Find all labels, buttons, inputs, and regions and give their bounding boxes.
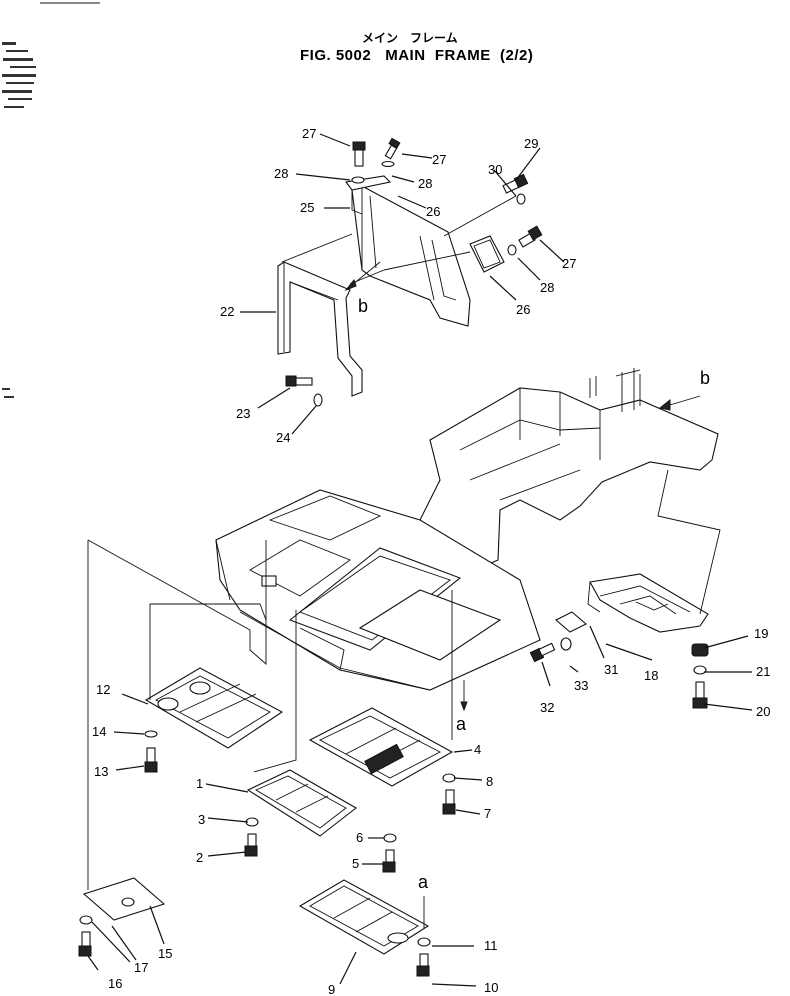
bolt-29: [502, 173, 529, 194]
callout-5: 5: [352, 856, 359, 871]
callout-20: 20: [756, 704, 770, 719]
callout-18: 18: [644, 668, 658, 683]
undercover-12: [144, 667, 284, 749]
main-frame: [215, 368, 721, 691]
callout-4: 4: [474, 742, 481, 757]
callout-30: 30: [488, 162, 502, 177]
callout-27: 27: [562, 256, 576, 271]
washer-11: [417, 937, 431, 947]
callout-24: 24: [276, 430, 290, 445]
callout-11: 11: [484, 938, 498, 953]
title-japanese: メイン フレーム: [362, 31, 458, 45]
washer-14: [144, 730, 158, 738]
ref-a-frame: a: [456, 714, 467, 734]
washer-28-top: [351, 176, 365, 184]
spacer-19: [691, 643, 709, 657]
callout-26: 26: [426, 204, 440, 219]
mount-bracket: [589, 573, 709, 633]
callout-2: 2: [196, 850, 203, 865]
bolt-10: [416, 953, 430, 977]
washer-8: [442, 773, 456, 783]
callout-21: 21: [756, 664, 770, 679]
bolt-5: [382, 849, 396, 873]
figure-title: FIG. 5002 MAIN FRAME (2/2): [300, 47, 533, 64]
washer-24: [313, 393, 323, 407]
callout-15: 15: [158, 946, 172, 961]
washer-21: [693, 665, 707, 675]
bolt-13: [144, 747, 158, 773]
callout-23: 23: [236, 406, 250, 421]
bolt-16: [78, 931, 92, 957]
callout-10: 10: [484, 980, 498, 995]
callout-1: 1: [196, 776, 203, 791]
bolt-23: [285, 375, 313, 387]
washer-33: [560, 637, 572, 651]
ref-a-cover: a: [418, 872, 429, 892]
bolt-27-right: [518, 225, 543, 248]
callout-19: 19: [754, 626, 768, 641]
callout-leaders: [87, 133, 753, 987]
callout-7: 7: [484, 806, 491, 821]
callout-8: 8: [486, 774, 493, 789]
gasket: [345, 175, 392, 191]
scan-noise: [2, 42, 36, 398]
callout-27: 27: [302, 126, 316, 141]
plate-31: [555, 611, 587, 633]
bolt-20: [692, 681, 708, 709]
callout-31: 31: [604, 662, 618, 677]
callout-22: 22: [220, 304, 234, 319]
undercover-1: [246, 769, 357, 837]
callout-25: 25: [300, 200, 314, 215]
callout-6: 6: [356, 830, 363, 845]
callout-17: 17: [134, 960, 148, 975]
callout-13: 13: [94, 764, 108, 779]
bracket-frame: [277, 261, 363, 397]
callout-28: 28: [540, 280, 554, 295]
callout-9: 9: [328, 982, 335, 996]
callout-12: 12: [96, 682, 110, 697]
callout-3: 3: [198, 812, 205, 827]
callout-33: 33: [574, 678, 588, 693]
undercover-9: [298, 879, 430, 955]
bolt-7: [442, 789, 456, 815]
washer-30: [516, 193, 526, 205]
washer-28-right: [507, 244, 517, 256]
ref-b-guard: b: [358, 296, 368, 316]
bolt-32: [529, 642, 556, 663]
callout-28: 28: [418, 176, 432, 191]
bolt-27-top: [352, 141, 366, 167]
assembly-lines: [87, 539, 453, 928]
washer-6: [383, 833, 397, 843]
cover-plate: [469, 235, 505, 273]
ref-b-frame: b: [700, 368, 710, 388]
callout-28: 28: [274, 166, 288, 181]
callout-32: 32: [540, 700, 554, 715]
guard-assembly: [277, 137, 543, 407]
callout-14: 14: [92, 724, 106, 739]
washer-17: [79, 915, 93, 925]
washer-28-small: [381, 160, 395, 168]
bolt-2: [244, 833, 258, 857]
callout-26: 26: [516, 302, 530, 317]
callout-16: 16: [108, 976, 122, 991]
callout-27: 27: [432, 152, 446, 167]
callout-29: 29: [524, 136, 538, 151]
bolt-27-small: [384, 137, 401, 160]
